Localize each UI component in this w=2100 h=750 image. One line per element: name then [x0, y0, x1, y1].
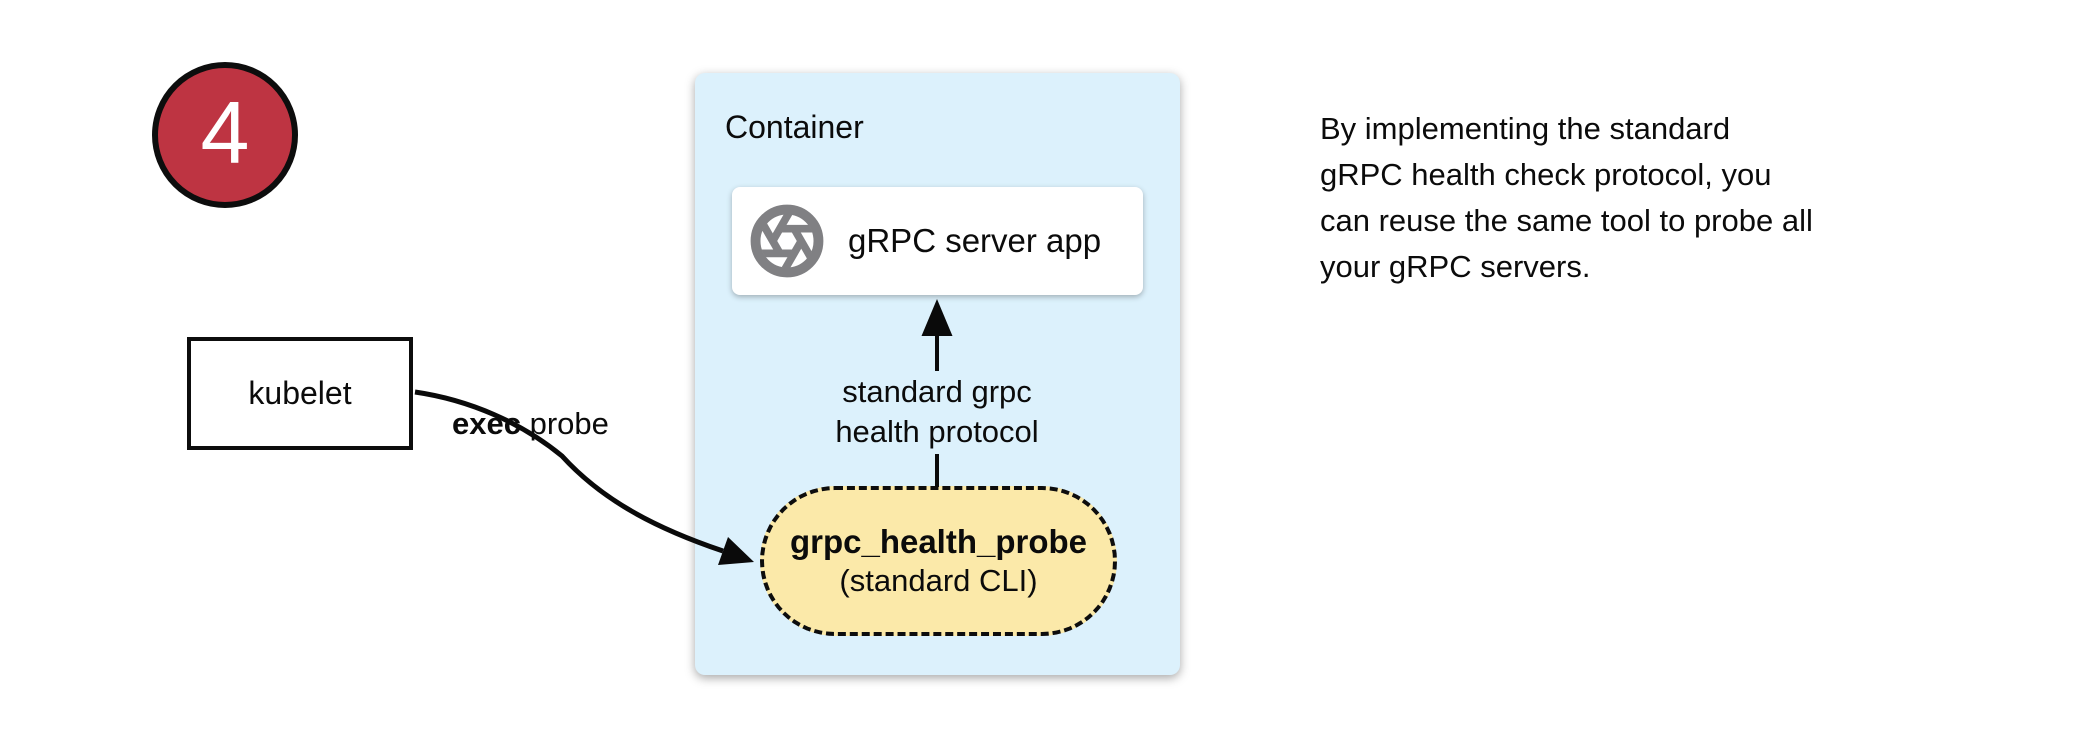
exec-probe-label-bold: exec [452, 406, 521, 441]
step-badge: 4 [152, 62, 298, 208]
note-text: By implementing the standard gRPC health… [1320, 106, 1920, 290]
exec-probe-label: exec probe [452, 406, 609, 442]
note-line: gRPC health check protocol, you [1320, 157, 1772, 192]
container-node: Container gRPC server app standard [695, 73, 1180, 675]
grpc-health-probe-title: grpc_health_probe [789, 523, 1088, 560]
protocol-arrow-label: standard grpc health protocol [787, 372, 1087, 452]
grpc-health-probe-subtitle: (standard CLI) [839, 563, 1038, 598]
kubelet-label: kubelet [248, 375, 352, 411]
grpc-server-label: gRPC server app [848, 222, 1102, 259]
grpc-server-node: gRPC server app [732, 187, 1143, 295]
aperture-icon [750, 204, 824, 278]
note-line: your gRPC servers. [1320, 249, 1591, 284]
protocol-arrow-label-line1: standard grpc [842, 374, 1032, 409]
note-line: can reuse the same tool to probe all [1320, 203, 1813, 238]
container-label: Container [725, 109, 864, 145]
grpc-health-probe-node: grpc_health_probe (standard CLI) [760, 486, 1117, 636]
protocol-arrow-label-line2: health protocol [835, 414, 1039, 449]
note-line: By implementing the standard [1320, 111, 1731, 146]
step-number: 4 [200, 83, 250, 182]
exec-probe-label-rest: probe [520, 406, 609, 441]
kubelet-node: kubelet [187, 337, 413, 450]
